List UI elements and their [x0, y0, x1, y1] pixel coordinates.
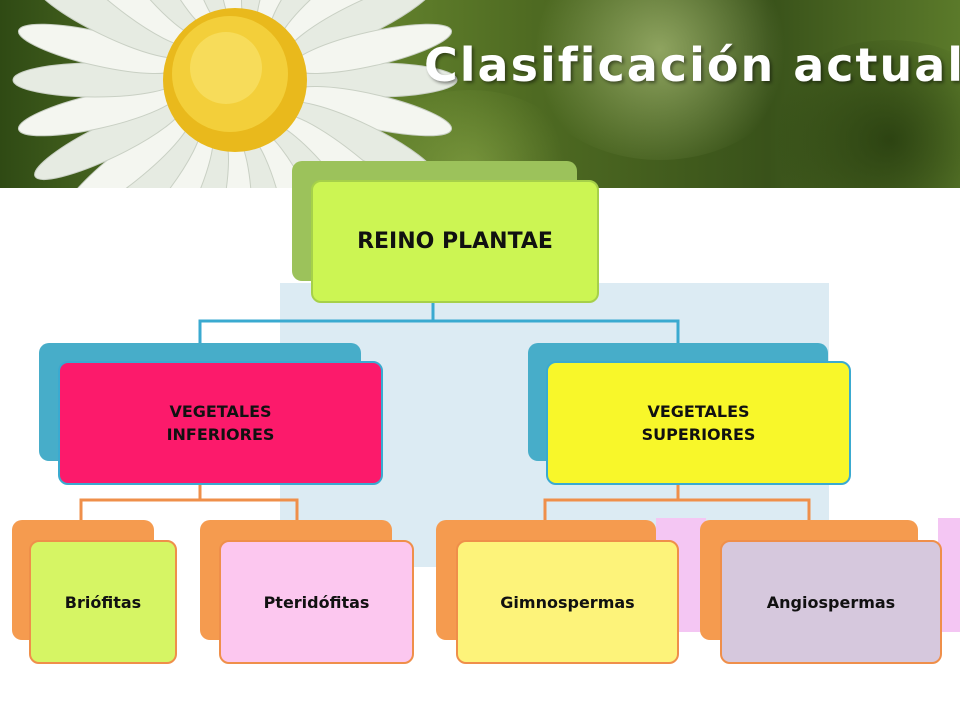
root-node-label: REINO PLANTAE — [357, 229, 553, 254]
slide-title: Clasificación actual. — [424, 38, 960, 92]
node-angiospermas: Angiospermas — [720, 540, 942, 664]
decorative-pink-block-edge — [938, 518, 960, 632]
connector-superiores-to-leaves — [543, 498, 811, 520]
node-vegetales-superiores-label: VEGETALES SUPERIORES — [642, 400, 756, 446]
header-banner-photo: Clasificación actual. — [0, 0, 960, 188]
node-superiores-line2: SUPERIORES — [641, 425, 756, 444]
node-gimnospermas-label: Gimnospermas — [500, 592, 635, 612]
node-pteridofitas: Pteridófitas — [219, 540, 414, 664]
node-angiospermas-label: Angiospermas — [766, 592, 896, 612]
root-node: REINO PLANTAE — [311, 180, 599, 303]
node-briofitas: Briófitas — [29, 540, 177, 664]
node-pteridofitas-label: Pteridófitas — [263, 592, 370, 612]
node-superiores-line1: VEGETALES — [647, 401, 750, 421]
connector-inferiores-to-leaves — [79, 498, 299, 520]
node-gimnospermas: Gimnospermas — [456, 540, 679, 664]
daisy-flower-image — [12, 0, 458, 188]
node-vegetales-inferiores-label: VEGETALES INFERIORES — [167, 400, 275, 446]
node-briofitas-label: Briófitas — [64, 592, 142, 612]
node-vegetales-superiores: VEGETALES SUPERIORES — [546, 361, 851, 485]
node-inferiores-line1: VEGETALES — [169, 401, 272, 421]
node-vegetales-inferiores: VEGETALES INFERIORES — [58, 361, 383, 485]
node-inferiores-line2: INFERIORES — [166, 425, 275, 444]
connector-root-to-level2 — [198, 319, 680, 343]
